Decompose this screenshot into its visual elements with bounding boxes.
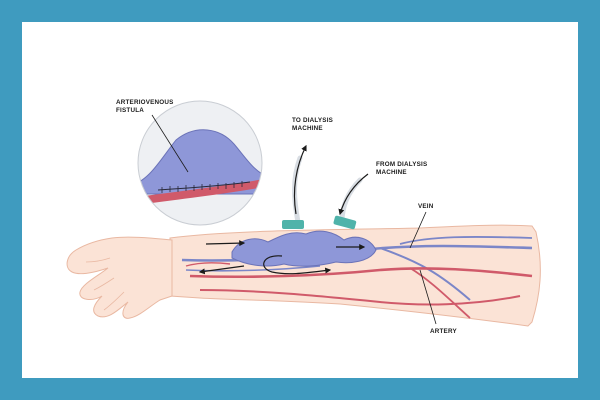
label-from-machine-2: MACHINE xyxy=(376,169,407,176)
artery-branch-3 xyxy=(185,261,231,267)
arrow-loop xyxy=(263,255,332,275)
finger-crease-2 xyxy=(93,277,115,291)
artery-branch-1 xyxy=(199,289,521,306)
leader-fistula xyxy=(151,114,189,173)
artery-branch-2 xyxy=(409,267,471,319)
label-fistula-2: FISTULA xyxy=(116,107,144,114)
inset-artery xyxy=(138,178,262,206)
label-to-machine-1: TO DIALYSIS xyxy=(292,117,333,124)
label-vein: VEIN xyxy=(418,203,434,210)
finger-crease-3 xyxy=(103,291,125,311)
inset-vein xyxy=(138,129,262,195)
magnified-inset xyxy=(137,100,263,226)
dialysis-lines xyxy=(282,155,363,230)
label-fistula-1: ARTERIOVENOUS xyxy=(116,99,174,106)
arrow-to-machine xyxy=(293,144,307,215)
leader-lines xyxy=(151,114,437,325)
needle-from-machine xyxy=(333,215,357,230)
finger-crease-1 xyxy=(85,257,111,263)
needle-to-machine xyxy=(282,220,304,229)
leader-artery xyxy=(419,269,437,325)
label-from-machine-1: FROM DIALYSIS xyxy=(376,161,427,168)
arrow-into-fistula xyxy=(205,240,246,247)
arrow-return-left xyxy=(198,265,245,275)
flow-arrows xyxy=(198,144,369,275)
artery-main xyxy=(189,267,533,279)
hand-skin xyxy=(66,236,173,319)
leader-vein xyxy=(409,211,427,249)
vein-branch-2 xyxy=(399,235,533,245)
inset-sutures xyxy=(161,181,243,193)
arrow-from-machine xyxy=(338,173,369,216)
label-to-machine-2: MACHINE xyxy=(292,125,323,132)
labels: ARTERIOVENOUS FISTULA TO DIALYSIS MACHIN… xyxy=(116,99,457,335)
inset-suture-line xyxy=(157,181,251,191)
label-artery: ARTERY xyxy=(430,328,457,335)
